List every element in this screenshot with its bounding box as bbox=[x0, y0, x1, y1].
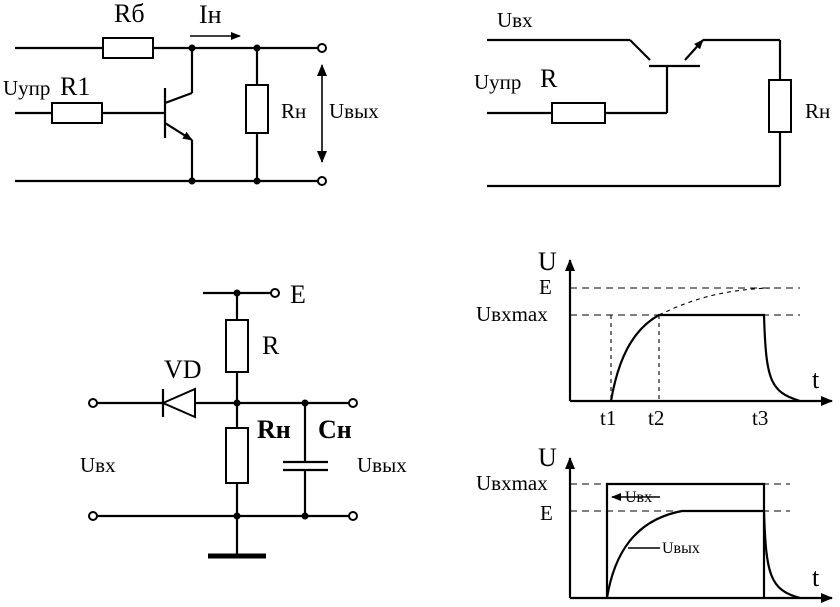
label-uupr: Uупр bbox=[474, 70, 521, 94]
terminal-out-bottom bbox=[348, 511, 358, 521]
label-uvx: Uвх bbox=[497, 8, 533, 32]
terminal-out-top bbox=[317, 43, 327, 53]
terminal-in-top bbox=[88, 398, 98, 408]
circuit-transistor-series: Uвх Uупр R Rн bbox=[474, 8, 830, 188]
label-rn: Rн bbox=[257, 415, 291, 444]
label-rb: Rб bbox=[114, 0, 145, 28]
label-e: E bbox=[539, 275, 552, 299]
label-uvxmax: Uвхmax bbox=[476, 471, 548, 495]
resistor-rn bbox=[768, 79, 792, 133]
label-in: Iн bbox=[199, 0, 222, 29]
resistor-rb bbox=[102, 37, 154, 59]
terminal-out-bottom bbox=[317, 176, 327, 186]
label-uvyh: Uвых bbox=[662, 540, 700, 557]
diode-vd bbox=[160, 387, 196, 419]
resistor-r1 bbox=[51, 102, 103, 124]
input-pulse bbox=[605, 482, 766, 598]
label-uvyh: Uвых bbox=[357, 453, 407, 477]
label-uupr: Uупр bbox=[3, 76, 50, 100]
axis-u: U bbox=[538, 443, 557, 472]
axis-u: U bbox=[538, 247, 557, 276]
label-rn: Rн bbox=[281, 99, 306, 123]
circuit-diode-rc: E R VD Rн Сн Uвх Uвых bbox=[80, 280, 407, 559]
label-uvyh: Uвых bbox=[329, 99, 379, 123]
label-cn: Сн bbox=[318, 415, 352, 444]
label-uvxmax: Uвхmax bbox=[476, 302, 548, 326]
label-e: E bbox=[540, 501, 553, 525]
output-curve bbox=[605, 509, 801, 600]
label-vd: VD bbox=[164, 355, 202, 384]
label-r1: R1 bbox=[60, 72, 90, 101]
label-uvx: Uвх bbox=[625, 489, 652, 506]
label-uvx: Uвх bbox=[80, 453, 116, 477]
resistor-r bbox=[551, 102, 606, 124]
graph-response: U t Uвхmax E Uвх Uвых bbox=[476, 443, 833, 603]
resistor-rn bbox=[245, 84, 269, 134]
axis-t: t bbox=[812, 563, 820, 592]
label-rn: Rн bbox=[805, 99, 830, 123]
tick-t2: t2 bbox=[648, 406, 664, 430]
resistor-r bbox=[225, 319, 249, 373]
resistor-rn bbox=[225, 427, 249, 484]
terminal-in-bottom bbox=[88, 511, 98, 521]
tick-t3: t3 bbox=[752, 406, 768, 430]
label-r: R bbox=[262, 331, 280, 360]
circuit-transistor-shunt: Rб Iн Uупр R1 Rн Uвых bbox=[3, 0, 379, 186]
axis-t: t bbox=[812, 365, 820, 394]
label-r: R bbox=[540, 64, 558, 93]
terminal-e bbox=[270, 288, 280, 298]
label-e: E bbox=[290, 280, 306, 309]
tick-t1: t1 bbox=[600, 406, 616, 430]
terminal-out-top bbox=[348, 398, 358, 408]
graph-charging: U t E Uвхmax t1 t2 t3 bbox=[476, 247, 833, 430]
voltage-curve bbox=[609, 313, 801, 403]
